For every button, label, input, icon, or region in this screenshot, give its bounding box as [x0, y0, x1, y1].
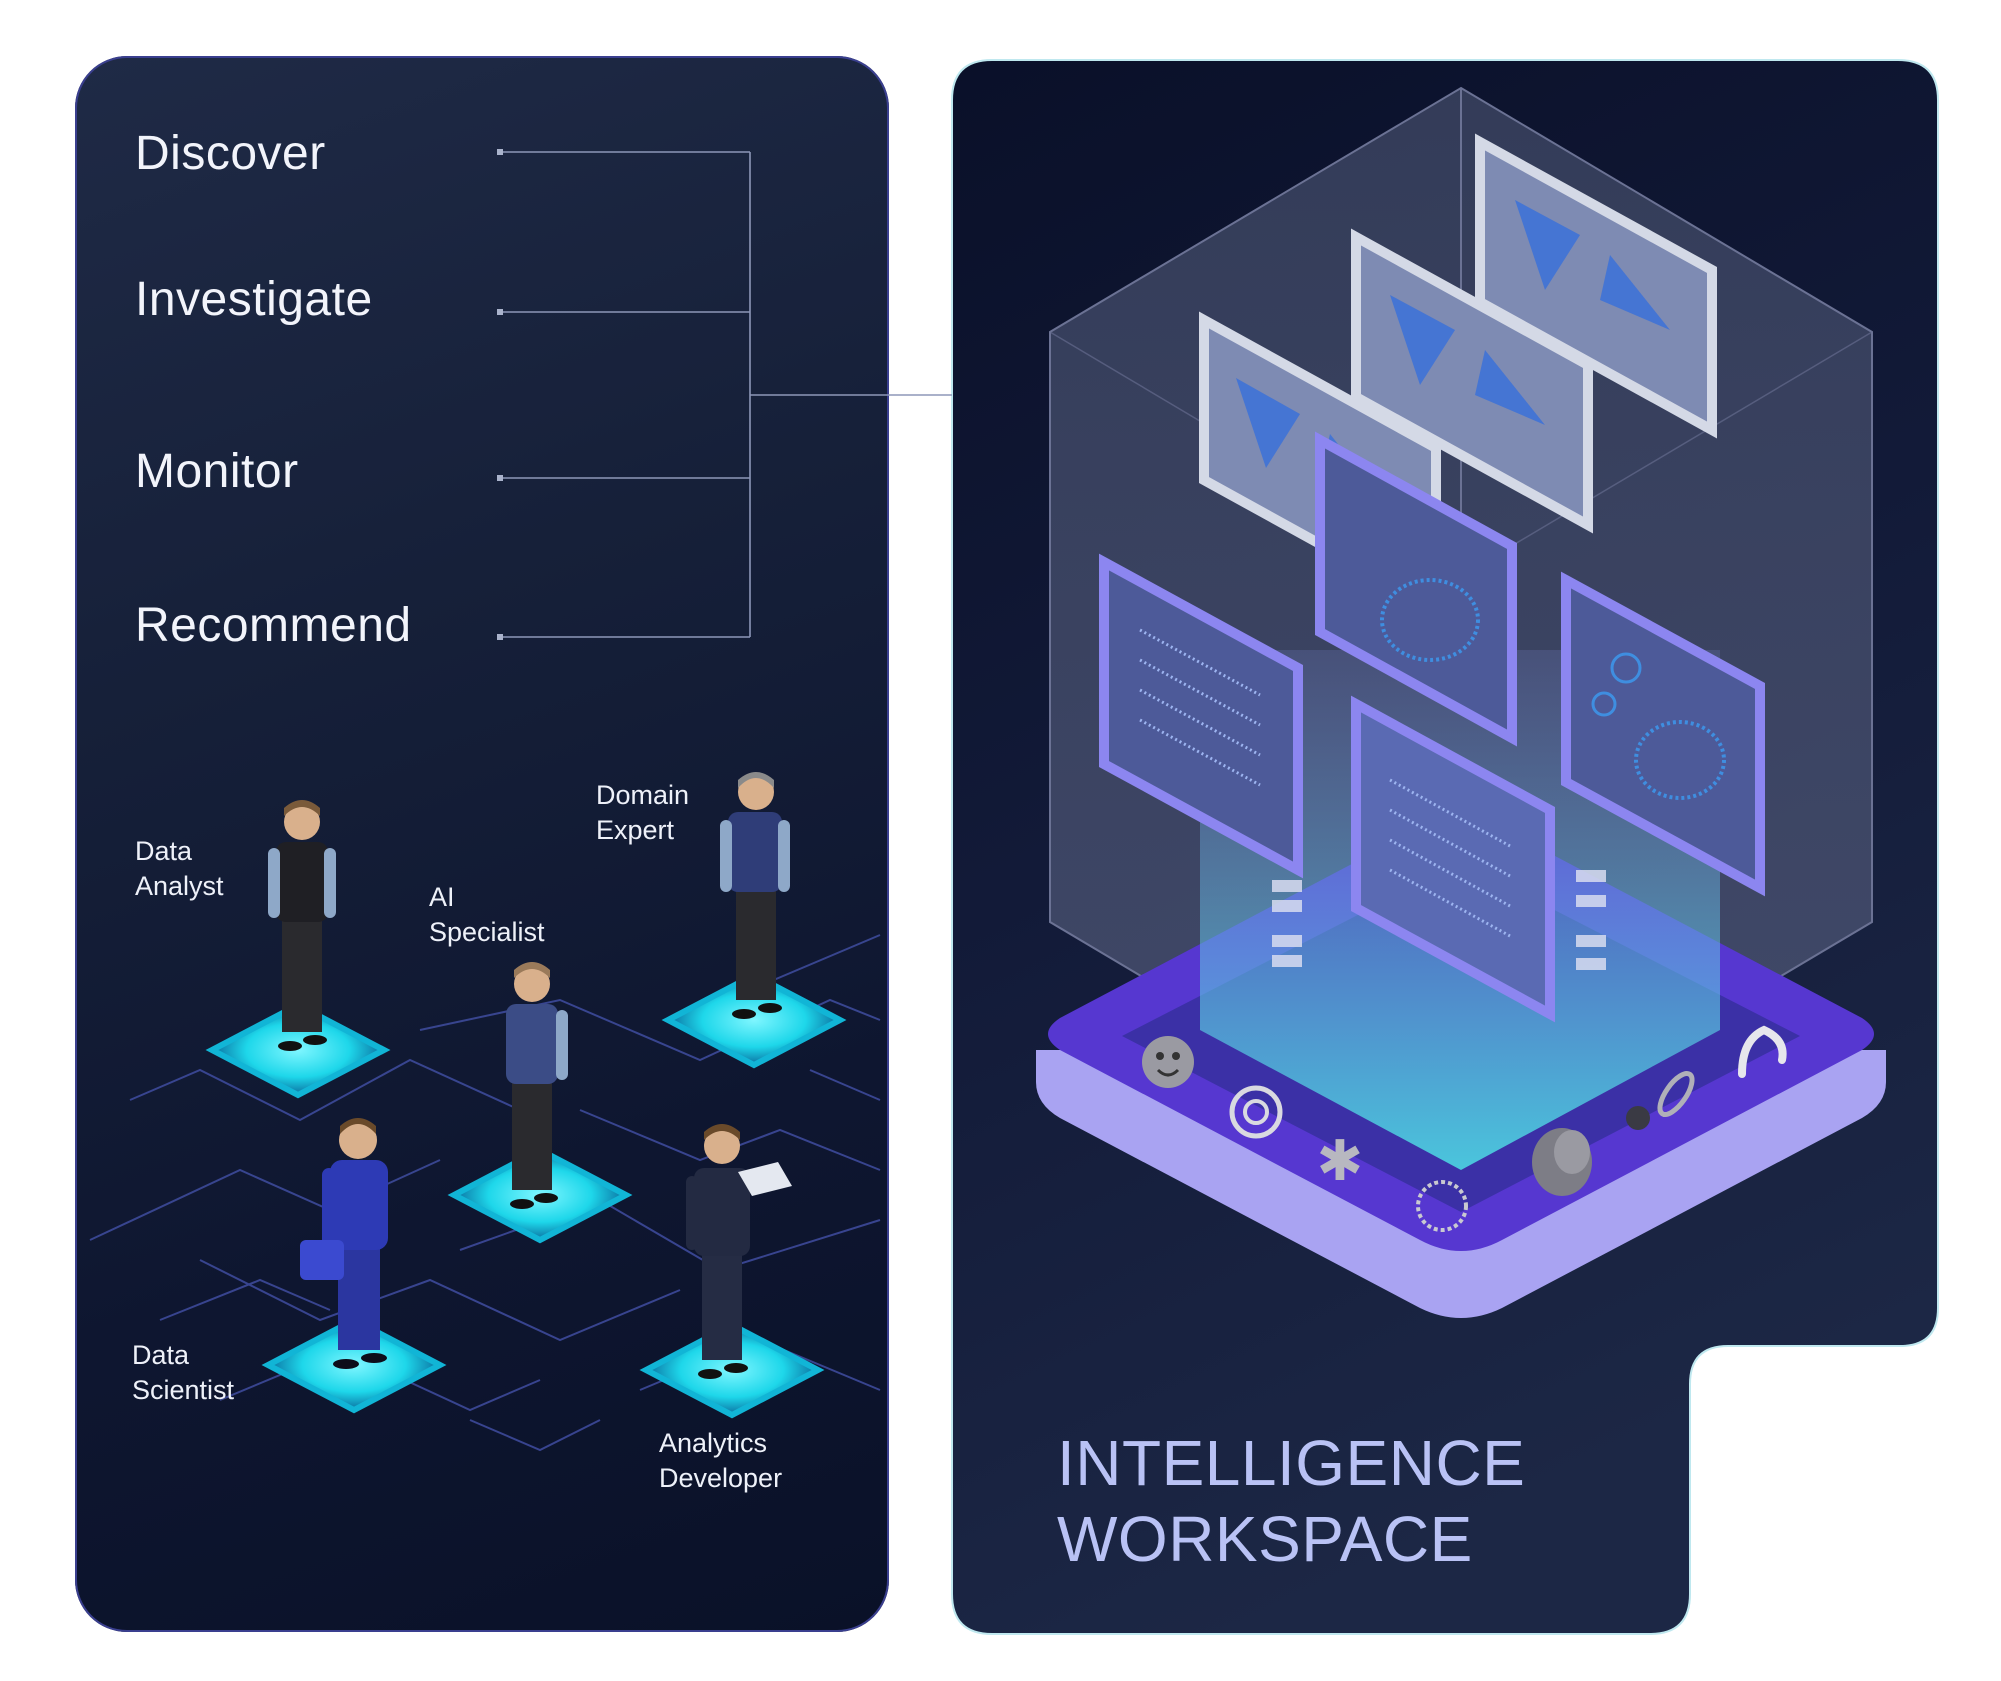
workspace-cube — [1036, 86, 1886, 1318]
screen-purple-left — [1099, 553, 1303, 879]
role-domain-expert-line2: Expert — [596, 815, 675, 845]
tile-domain-expert — [661, 971, 847, 1069]
openai-icon — [1229, 1085, 1283, 1139]
role-data-analyst: Data Analyst — [135, 834, 224, 904]
stage-recommend: Recommend — [135, 599, 412, 652]
role-analytics-developer: Analytics Developer — [659, 1426, 782, 1496]
screen-purple-center — [1315, 431, 1517, 747]
role-data-analyst-line2: Analyst — [135, 871, 224, 901]
chain-icon — [1626, 1071, 1695, 1130]
role-domain-expert-line1: Domain — [596, 780, 690, 810]
screen-purple-front — [1351, 695, 1555, 1023]
stage-discover: Discover — [135, 127, 326, 180]
person-data-scientist — [300, 1118, 388, 1369]
palm-tree-icon: ✱ — [1317, 1129, 1364, 1194]
stage-connectors — [500, 151, 952, 638]
role-analytics-developer-line1: Analytics — [659, 1428, 768, 1458]
stage-monitor: Monitor — [135, 445, 299, 498]
screen-grey-2 — [1351, 228, 1593, 534]
hugging-face-icon — [1142, 1036, 1194, 1088]
role-analytics-developer-line2: Developer — [659, 1463, 783, 1493]
brain-icon — [1416, 1180, 1468, 1232]
person-domain-expert — [720, 772, 790, 1019]
stage-investigate: Investigate — [135, 273, 373, 326]
role-data-scientist: Data Scientist — [132, 1338, 234, 1408]
role-ai-specialist-line1: AI — [429, 882, 455, 912]
tile-data-analyst — [205, 1001, 391, 1099]
screen-purple-right — [1561, 571, 1765, 897]
screen-grey-1 — [1475, 133, 1717, 439]
person-analytics-developer — [686, 1124, 792, 1379]
glow-tiles — [205, 971, 847, 1419]
role-data-analyst-line1: Data — [135, 836, 193, 866]
workspace-title-line1: INTELLIGENCE — [1057, 1427, 1526, 1499]
workspace-title: INTELLIGENCE WORKSPACE — [1057, 1425, 1525, 1577]
person-ai-specialist — [506, 962, 568, 1209]
platform-icons: ✱ — [1142, 1025, 1787, 1232]
role-ai-specialist-line2: Specialist — [429, 917, 545, 947]
anthropic-icon — [1738, 1025, 1787, 1078]
role-domain-expert: Domain Expert — [596, 778, 689, 848]
meta-icon — [1532, 1128, 1592, 1196]
workspace-title-line2: WORKSPACE — [1057, 1503, 1473, 1575]
role-ai-specialist: AI Specialist — [429, 880, 545, 950]
svg-text:✱: ✱ — [1317, 1129, 1364, 1194]
role-data-scientist-line1: Data — [132, 1340, 190, 1370]
person-data-analyst — [268, 800, 336, 1051]
role-data-scientist-line2: Scientist — [132, 1375, 235, 1405]
